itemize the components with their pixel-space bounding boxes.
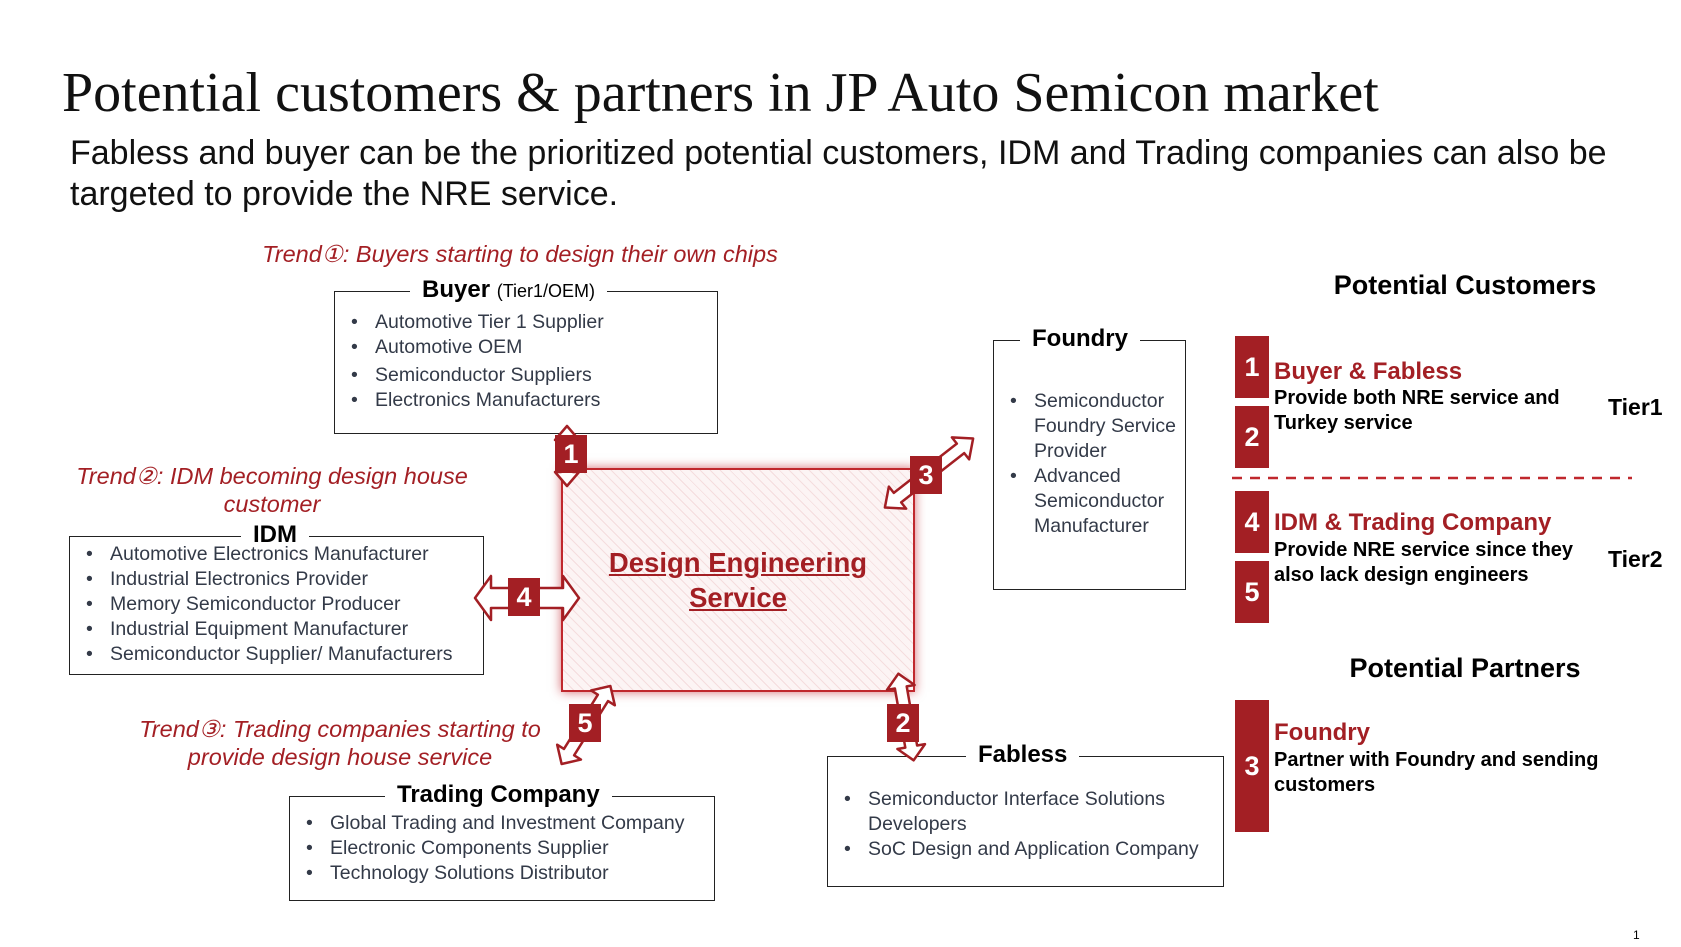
list-item: Advanced Semiconductor Manufacturer — [1008, 464, 1178, 539]
foundry-title: Foundry — [1020, 325, 1140, 353]
tier1-label: Tier1 — [1608, 394, 1663, 420]
arrow-number-2: 2 — [887, 704, 919, 742]
list-item: Industrial Electronics Provider — [84, 567, 453, 592]
list-item: Memory Semiconductor Producer — [84, 592, 453, 617]
buyer-box: Buyer (Tier1/OEM) Automotive Tier 1 Supp… — [334, 276, 718, 434]
page-number: 1 — [1633, 928, 1640, 942]
list-item: Automotive Electronics Manufacturer — [84, 542, 453, 567]
idm-list: Automotive Electronics Manufacturer Indu… — [84, 542, 453, 667]
list-item: Semiconductor Foundry Service Provider — [1008, 389, 1178, 464]
buyer-title-note: (Tier1/OEM) — [496, 281, 596, 301]
arrow-number-5: 5 — [569, 704, 601, 742]
partner-number-3: 3 — [1235, 700, 1269, 832]
trend-1: Trend①: Buyers starting to design their … — [262, 241, 778, 267]
list-item: Semiconductor Suppliers — [349, 363, 604, 388]
list-item: Technology Solutions Distributor — [304, 861, 684, 886]
design-engineering-service-box: Design Engineering Service — [561, 468, 915, 692]
tier1-description: Provide both NRE service and Turkey serv… — [1274, 387, 1560, 434]
trend-2: Trend②: IDM becoming design house custom… — [76, 463, 468, 517]
list-item: Electronic Components Supplier — [304, 836, 684, 861]
list-item: Semiconductor Interface Solutions Develo… — [842, 787, 1212, 837]
arrow-number-3: 3 — [910, 456, 942, 494]
list-item: Automotive Tier 1 Supplier — [349, 310, 604, 335]
page-title: Potential customers & partners in JP Aut… — [62, 62, 1379, 124]
list-item: Industrial Equipment Manufacturer — [84, 617, 453, 642]
partners-heading: Potential Partners — [1349, 653, 1581, 683]
tier2-label: Tier2 — [1608, 546, 1663, 572]
trading-box: Trading Company Global Trading and Inves… — [289, 781, 715, 901]
page-subtitle: Fabless and buyer can be the prioritized… — [70, 134, 1607, 213]
center-label: Design Engineering Service — [608, 547, 868, 613]
list-item: Semiconductor Supplier/ Manufacturers — [84, 642, 453, 667]
customer-number-1: 1 — [1235, 336, 1269, 398]
customers-heading: Potential Customers — [1333, 270, 1597, 300]
arrow-number-1: 1 — [555, 435, 587, 473]
arrow-number-4: 4 — [508, 578, 540, 616]
trading-list: Global Trading and Investment Company El… — [304, 811, 684, 886]
trading-title: Trading Company — [385, 781, 612, 809]
buyer-list: Automotive Tier 1 Supplier Automotive OE… — [349, 310, 604, 413]
partner-description: Partner with Foundry and sending custome… — [1274, 749, 1599, 796]
fabless-list: Semiconductor Interface Solutions Develo… — [842, 787, 1212, 862]
fabless-title: Fabless — [966, 741, 1080, 769]
trend-3: Trend③: Trading companies starting to pr… — [139, 716, 541, 770]
partner-heading: Foundry — [1274, 719, 1370, 746]
list-item: Global Trading and Investment Company — [304, 811, 684, 836]
customer-number-4: 4 — [1235, 491, 1269, 553]
tier2-heading: IDM & Trading Company — [1274, 509, 1552, 536]
foundry-list: Semiconductor Foundry Service Provider A… — [1008, 389, 1178, 539]
buyer-title: Buyer (Tier1/OEM) — [410, 276, 608, 305]
customer-number-2: 2 — [1235, 406, 1269, 468]
foundry-box: Foundry Semiconductor Foundry Service Pr… — [993, 325, 1186, 590]
tier2-description: Provide NRE service since they also lack… — [1274, 539, 1574, 586]
list-item: Electronics Manufacturers — [349, 388, 604, 413]
tier1-heading: Buyer & Fabless — [1274, 358, 1463, 385]
idm-box: IDM Automotive Electronics Manufacturer … — [69, 521, 484, 675]
list-item: SoC Design and Application Company — [842, 837, 1212, 862]
customer-number-5: 5 — [1235, 561, 1269, 623]
buyer-title-text: Buyer — [422, 276, 491, 303]
fabless-box: Fabless Semiconductor Interface Solution… — [827, 741, 1224, 887]
list-item: Automotive OEM — [349, 335, 604, 360]
